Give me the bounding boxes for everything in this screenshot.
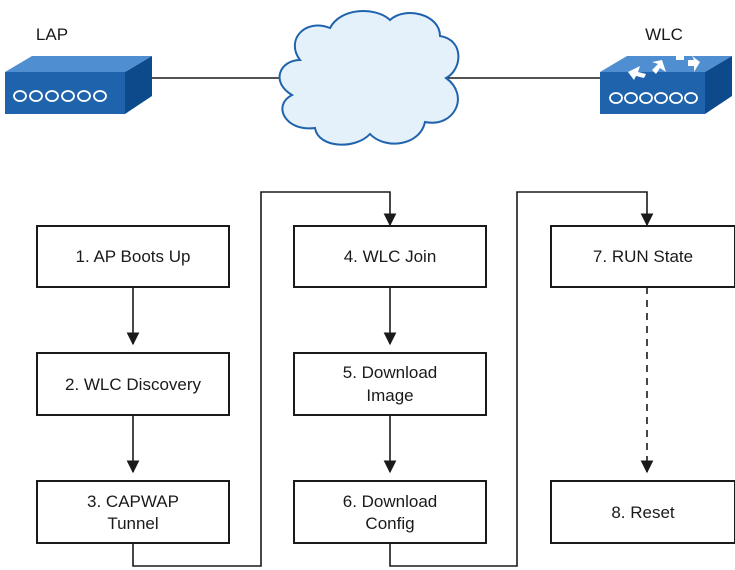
step-5-label-line2: Image xyxy=(366,386,413,405)
step-3-label-line2: Tunnel xyxy=(107,514,158,533)
step-8-label: 8. Reset xyxy=(611,503,675,522)
step-box-3 xyxy=(36,480,230,544)
step-box-4 xyxy=(293,225,487,288)
step-6-label-line2: Config xyxy=(365,514,414,533)
step-box-2 xyxy=(36,352,230,416)
step-box-7-visible xyxy=(550,225,735,288)
step-box-5 xyxy=(293,352,487,416)
step-2-label: 2. WLC Discovery xyxy=(65,375,202,394)
step-box-8 xyxy=(550,480,735,544)
wireless-controller-icon xyxy=(600,44,732,114)
wlc-label: WLC xyxy=(645,25,683,44)
step-4-label: 4. WLC Join xyxy=(344,247,437,266)
step-box-6 xyxy=(293,480,487,544)
connector-6-to-7 xyxy=(389,191,654,567)
step-7-label: 7. RUN State xyxy=(593,247,693,266)
cloud-icon xyxy=(278,9,460,146)
lap-label: LAP xyxy=(36,25,68,44)
connector-3-to-4 xyxy=(132,191,397,567)
step-3-label-line1: 3. CAPWAP xyxy=(87,492,179,511)
step-6-label-line1: 6. Download xyxy=(343,492,438,511)
step-box-1 xyxy=(36,225,230,288)
access-point-icon xyxy=(5,56,152,114)
step-1-label: 1. AP Boots Up xyxy=(76,247,191,266)
step-5-label-line1: 5. Download xyxy=(343,363,438,382)
